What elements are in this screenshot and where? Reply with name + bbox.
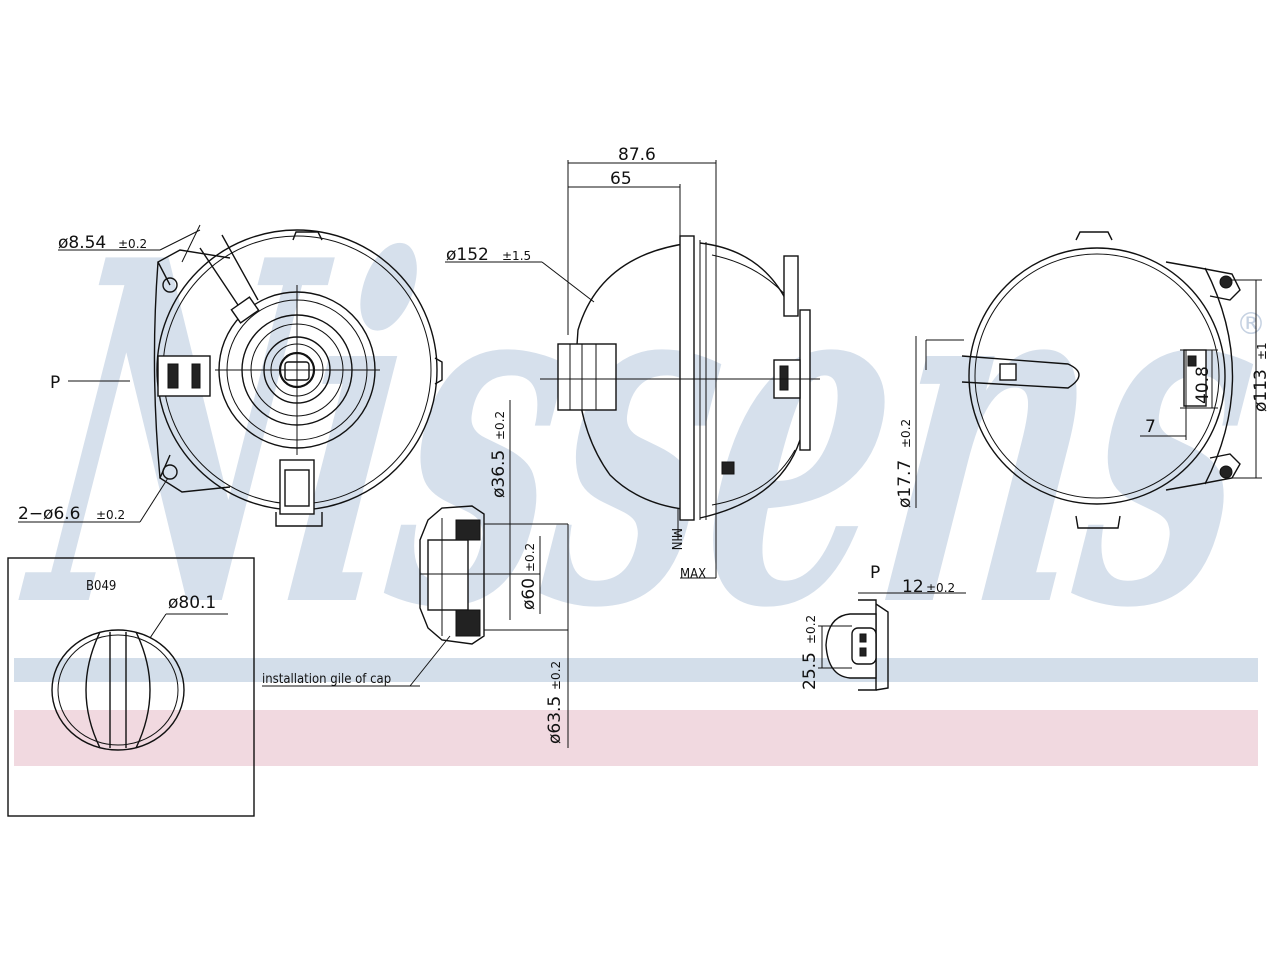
install-note: installation gile of cap — [262, 672, 391, 687]
dim-h-7: 7 — [1145, 417, 1156, 437]
cap-diameter: ø80.1 — [168, 593, 216, 613]
front-view — [18, 224, 443, 527]
label-p-left: P — [50, 373, 60, 393]
label-p-detail: P — [870, 563, 880, 583]
watermark: Nissens ® — [1, 160, 1280, 766]
dim-d-113: ø113 — [1251, 369, 1271, 412]
dim-d-152: ø152 — [446, 245, 489, 265]
side-view — [445, 160, 820, 579]
watermark-band-blue — [14, 658, 1258, 682]
dim-d-6-6: 2−ø6.6 — [18, 504, 81, 524]
dim-d-36-5: ø36.5 — [489, 450, 509, 498]
dim-d-8-54-tol: ±0.2 — [118, 237, 147, 251]
label-min: MIN — [668, 528, 683, 550]
watermark-brand: Nissens — [1, 160, 1280, 711]
dim-w-12: 12 — [902, 577, 924, 597]
dim-w-87-6: 87.6 — [618, 145, 656, 165]
rear-view — [915, 231, 1262, 529]
dim-h-25-5: 25.5 — [800, 652, 820, 690]
cap-code: B049 — [86, 579, 116, 594]
label-max: MAX — [680, 567, 706, 582]
cap-section-view — [262, 400, 569, 748]
watermark-registered-mark: ® — [1236, 307, 1266, 342]
dim-d-8-54: ø8.54 — [58, 233, 106, 253]
dim-d-152-tol: ±1.5 — [502, 249, 531, 263]
dim-h-40-8: 40.8 — [1193, 366, 1213, 404]
cap-inset — [7, 557, 255, 817]
dim-d-63-5-tol: ±0.2 — [549, 661, 563, 690]
dim-d-17-7: ø17.7 — [895, 460, 915, 508]
dim-w-65: 65 — [610, 169, 632, 189]
dim-d-63-5: ø63.5 — [545, 696, 565, 744]
dim-d-6-6-tol: ±0.2 — [96, 508, 125, 522]
detail-p-view — [818, 592, 966, 691]
dim-d-60: ø60 — [519, 578, 539, 610]
dim-d-60-tol: ±0.2 — [523, 543, 537, 572]
dim-d-36-5-tol: ±0.2 — [493, 411, 507, 440]
dim-d-17-7-tol: ±0.2 — [899, 419, 913, 448]
dim-w-12-tol: ±0.2 — [926, 581, 955, 595]
dim-d-113-tol: ±1 — [1255, 342, 1269, 360]
dim-h-25-5-tol: ±0.2 — [804, 615, 818, 644]
watermark-band-pink — [14, 710, 1258, 766]
